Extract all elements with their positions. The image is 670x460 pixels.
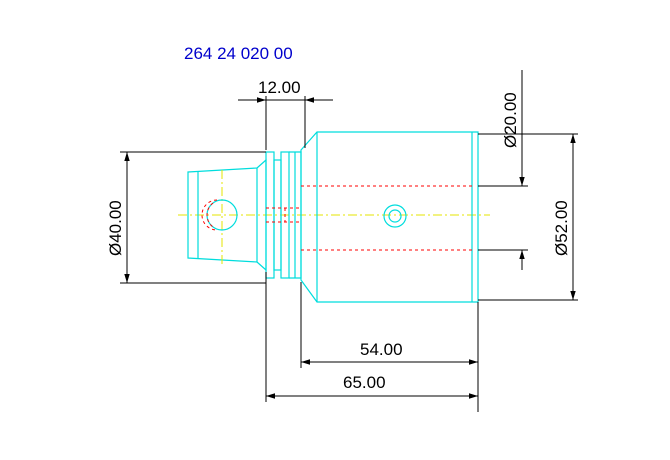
dimension-12: 12.00 <box>238 78 333 150</box>
main-body <box>300 131 479 303</box>
dim-65-label: 65.00 <box>343 373 386 392</box>
hidden-bore <box>266 185 472 251</box>
part-number-label: 264 24 020 00 <box>184 44 293 63</box>
body-hole-inner <box>388 209 402 223</box>
dimension-54: 54.00 <box>300 282 479 412</box>
dimension-dia-20: Ø20.00 <box>478 70 528 270</box>
dimension-65: 65.00 <box>265 272 478 402</box>
dimension-dia-40: Ø40.00 <box>106 151 266 284</box>
dimension-dia-52: Ø52.00 <box>478 133 578 301</box>
dim-dia-20-label: Ø20.00 <box>501 92 520 148</box>
dim-dia-52-label: Ø52.00 <box>552 200 571 256</box>
dim-dia-40-label: Ø40.00 <box>106 200 125 256</box>
body-hole-outer <box>383 204 407 228</box>
dim-12-label: 12.00 <box>258 78 301 97</box>
dim-54-label: 54.00 <box>360 340 403 359</box>
